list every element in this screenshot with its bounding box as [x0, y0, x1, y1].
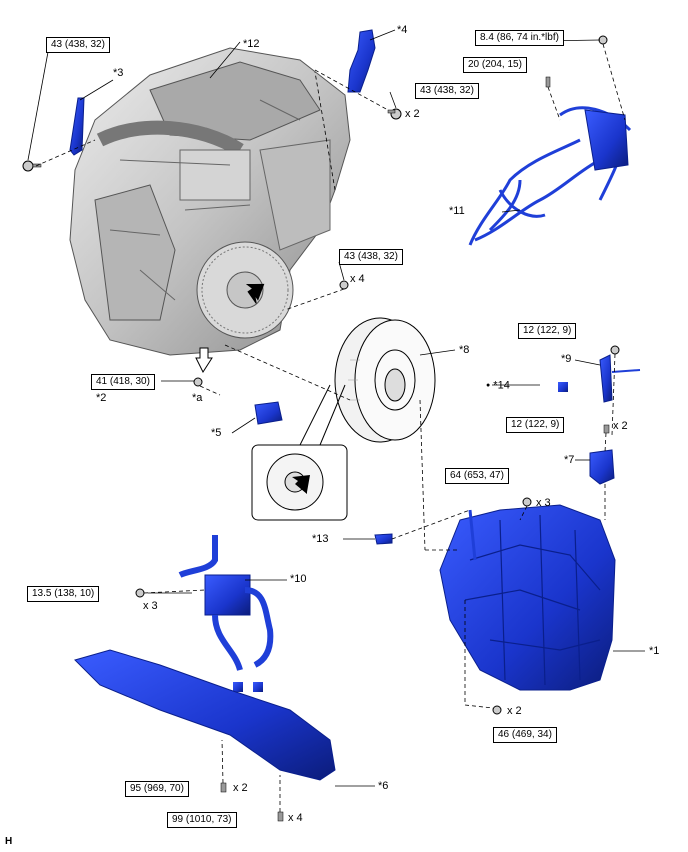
- torque-spec-box: 41 (418, 30): [91, 374, 155, 390]
- quantity-label: x 3: [536, 497, 551, 509]
- bolt-icon: [135, 588, 145, 598]
- bolt-icon: [22, 160, 42, 172]
- torque-spec-box: 99 (1010, 73): [167, 812, 237, 828]
- quantity-label: x 2: [405, 108, 420, 120]
- quantity-label: x 2: [233, 782, 248, 794]
- part-5-hole-plug: [254, 401, 283, 425]
- torque-spec-box: 12 (122, 9): [506, 417, 565, 433]
- torque-spec-box: 46 (469, 34): [493, 727, 557, 743]
- bolt-icon: [545, 76, 551, 88]
- bolt-icon: [387, 108, 402, 120]
- quantity-label: x 4: [350, 273, 365, 285]
- part-13-clamp: [374, 533, 393, 545]
- bolt-icon: [598, 35, 608, 45]
- torque-spec-box: 43 (438, 32): [46, 37, 110, 53]
- figure-code: H: [5, 836, 13, 847]
- part-6-crossmember: [74, 649, 336, 781]
- part-9-wire: [611, 369, 641, 373]
- torque-spec-box: 13.5 (138, 10): [27, 586, 100, 602]
- torque-spec-box: 43 (438, 32): [415, 83, 479, 99]
- torque-spec-box: 64 (653, 47): [445, 468, 509, 484]
- callout-3: *3: [113, 67, 124, 79]
- callout-7: *7: [564, 454, 575, 466]
- arrow-icon: [195, 347, 213, 374]
- part-8-torque-converter: [334, 317, 436, 443]
- callout-14: ● *14: [486, 379, 510, 392]
- callout-9: *9: [561, 353, 572, 365]
- engine-assembly: [69, 47, 351, 356]
- bolt-icon: [610, 345, 620, 355]
- quantity-label: x 2: [613, 420, 628, 432]
- part-3-bracket: [69, 97, 85, 156]
- detail-callout-box: [251, 384, 348, 521]
- torque-spec-box: 12 (122, 9): [518, 323, 577, 339]
- bullet-icon: ●: [486, 382, 491, 389]
- bolt-icon: [603, 424, 610, 434]
- callout-4: *4: [397, 24, 408, 36]
- callout-5: *5: [211, 427, 222, 439]
- quantity-label: x 4: [288, 812, 303, 824]
- callout-2: *2: [96, 392, 107, 404]
- callout-1: *1: [649, 645, 660, 657]
- callout-8: *8: [459, 344, 470, 356]
- part-10-oil-cooler: [178, 535, 274, 692]
- alignment-lines: [35, 43, 626, 812]
- part-9-bracket: [599, 354, 613, 403]
- part-7-bracket: [589, 449, 615, 485]
- torque-spec-box: 8.4 (86, 74 in.*lbf): [475, 30, 564, 46]
- callout-a: *a: [192, 392, 203, 404]
- bolt-icon: [492, 705, 502, 715]
- callout-6: *6: [378, 780, 389, 792]
- part-1-transaxle: [439, 504, 616, 691]
- part-4-bracket: [347, 29, 376, 93]
- quantity-label: x 2: [507, 705, 522, 717]
- bolt-icon: [277, 811, 284, 822]
- bolt-icon: [220, 782, 227, 793]
- quantity-label: x 3: [143, 600, 158, 612]
- callout-10: *10: [290, 573, 307, 585]
- torque-spec-box: 43 (438, 32): [339, 249, 403, 265]
- harness-connector: [584, 109, 629, 171]
- bolt-icon: [522, 497, 532, 507]
- bolt-icon: [193, 377, 203, 387]
- callout-11: *11: [449, 205, 465, 217]
- callout-12: *12: [243, 38, 260, 50]
- torque-spec-box: 95 (969, 70): [125, 781, 189, 797]
- callout-13: *13: [312, 533, 329, 545]
- torque-spec-box: 20 (204, 15): [463, 57, 527, 73]
- part-14-clamp: [558, 382, 568, 392]
- bolt-icon: [339, 280, 349, 290]
